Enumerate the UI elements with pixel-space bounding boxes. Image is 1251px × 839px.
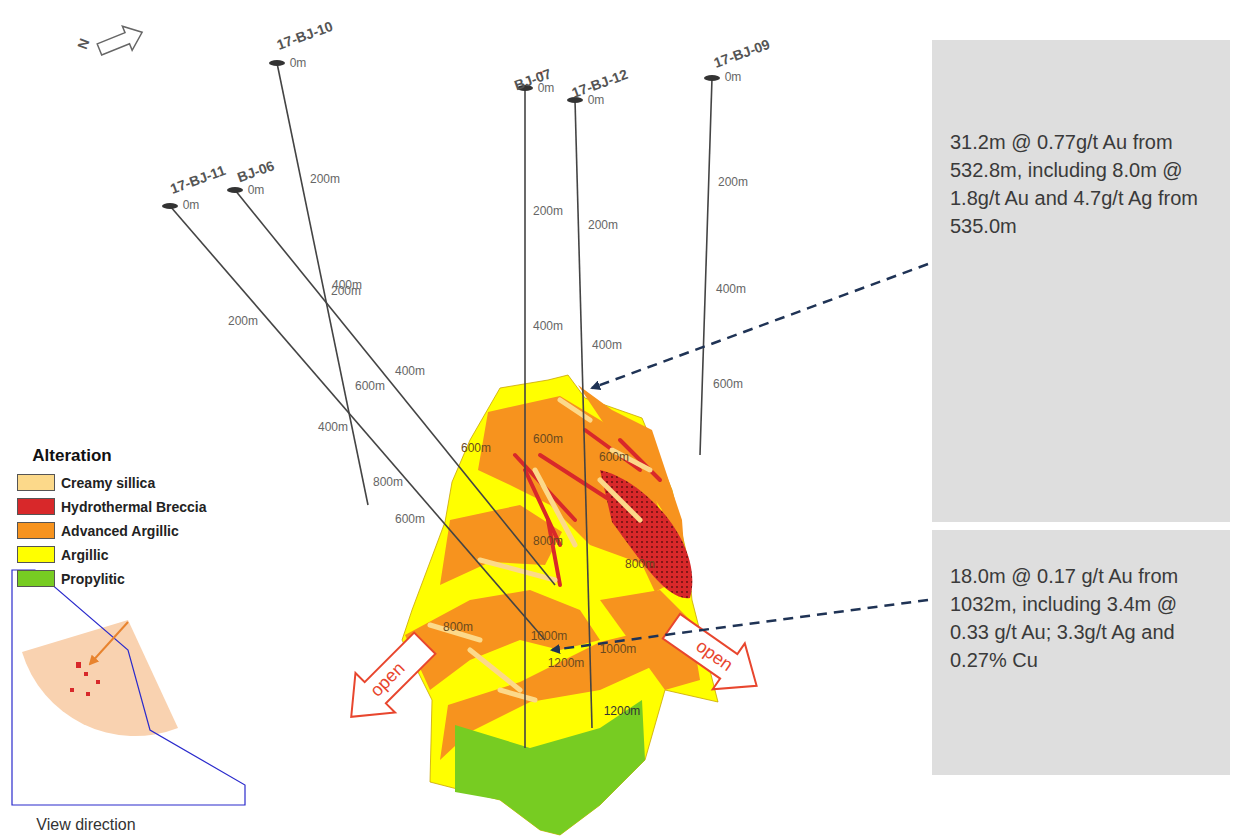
legend-row: Argillic — [17, 546, 108, 563]
depth-label: 400m — [395, 365, 425, 378]
inset-caption: View direction — [36, 816, 135, 834]
depth-label: 800m — [533, 535, 563, 548]
depth-label: 0m — [725, 71, 742, 84]
hole-name: 17-BJ-10 — [275, 19, 335, 53]
legend-row: Hydrothermal Breccia — [17, 498, 207, 515]
depth-label: 200m — [718, 176, 748, 189]
hole-name: 17-BJ-09 — [712, 37, 772, 71]
legend-row: Creamy sillica — [17, 474, 155, 491]
north-label: N — [75, 37, 93, 52]
depth-label: 800m — [625, 558, 655, 571]
legend-text: Hydrothermal Breccia — [61, 499, 207, 515]
callout-text: 31.2m @ 0.77g/t Au from 532.8m, includin… — [950, 128, 1212, 240]
legend-swatch — [17, 546, 55, 563]
hole-name: 17-BJ-11 — [168, 163, 227, 197]
depth-label: 200m — [310, 173, 340, 186]
depth-label: 600m — [599, 451, 629, 464]
depth-label: 400m — [533, 320, 563, 333]
depth-label: 600m — [395, 513, 425, 526]
depth-label: 0m — [290, 57, 307, 70]
legend-text: Argillic — [61, 547, 108, 563]
depth-label: 200m — [228, 315, 258, 328]
depth-label: 1200m — [548, 657, 585, 670]
legend-row: Advanced Argillic — [17, 522, 179, 539]
drill-trace — [170, 63, 712, 748]
depth-label: 0m — [248, 184, 265, 197]
legend-text: Propylitic — [61, 571, 125, 587]
collar-marker — [162, 60, 720, 209]
depth-label: 1200m — [604, 705, 641, 718]
open-arrow — [331, 603, 772, 736]
legend-swatch — [17, 570, 55, 587]
hole-name: BJ-06 — [235, 158, 276, 186]
depth-label: 600m — [533, 433, 563, 446]
legend-swatch — [17, 474, 55, 491]
depth-label: 800m — [373, 476, 403, 489]
callout-text: 18.0m @ 0.17 g/t Au from 1032m, includin… — [950, 562, 1212, 674]
depth-label: 800m — [443, 621, 473, 634]
depth-label: 1000m — [600, 643, 637, 656]
leader-line — [552, 264, 928, 650]
legend-row: Propylitic — [17, 570, 125, 587]
view-inset — [12, 570, 245, 805]
depth-label: 0m — [538, 82, 555, 95]
north-arrow — [95, 20, 147, 61]
depth-label: 1000m — [531, 630, 568, 643]
depth-label: 400m — [318, 421, 348, 434]
legend-text: Creamy sillica — [61, 475, 155, 491]
depth-label: 600m — [355, 380, 385, 393]
depth-label: 600m — [461, 442, 491, 455]
callout-box: 18.0m @ 0.17 g/t Au from 1032m, includin… — [932, 530, 1230, 775]
legend-swatch — [17, 498, 55, 515]
callout-box: 31.2m @ 0.77g/t Au from 532.8m, includin… — [932, 40, 1230, 522]
depth-label: 0m — [588, 94, 605, 107]
alteration-model — [402, 375, 718, 835]
depth-label: 400m — [592, 339, 622, 352]
depth-label: 200m — [588, 219, 618, 232]
legend-swatch — [17, 522, 55, 539]
legend-text: Advanced Argillic — [61, 523, 179, 539]
depth-label: 0m — [183, 199, 200, 212]
depth-label: 200m — [331, 285, 361, 298]
depth-label: 400m — [716, 283, 746, 296]
depth-label: 600m — [713, 378, 743, 391]
depth-label: 200m — [533, 205, 563, 218]
legend-title: Alteration — [32, 447, 111, 466]
